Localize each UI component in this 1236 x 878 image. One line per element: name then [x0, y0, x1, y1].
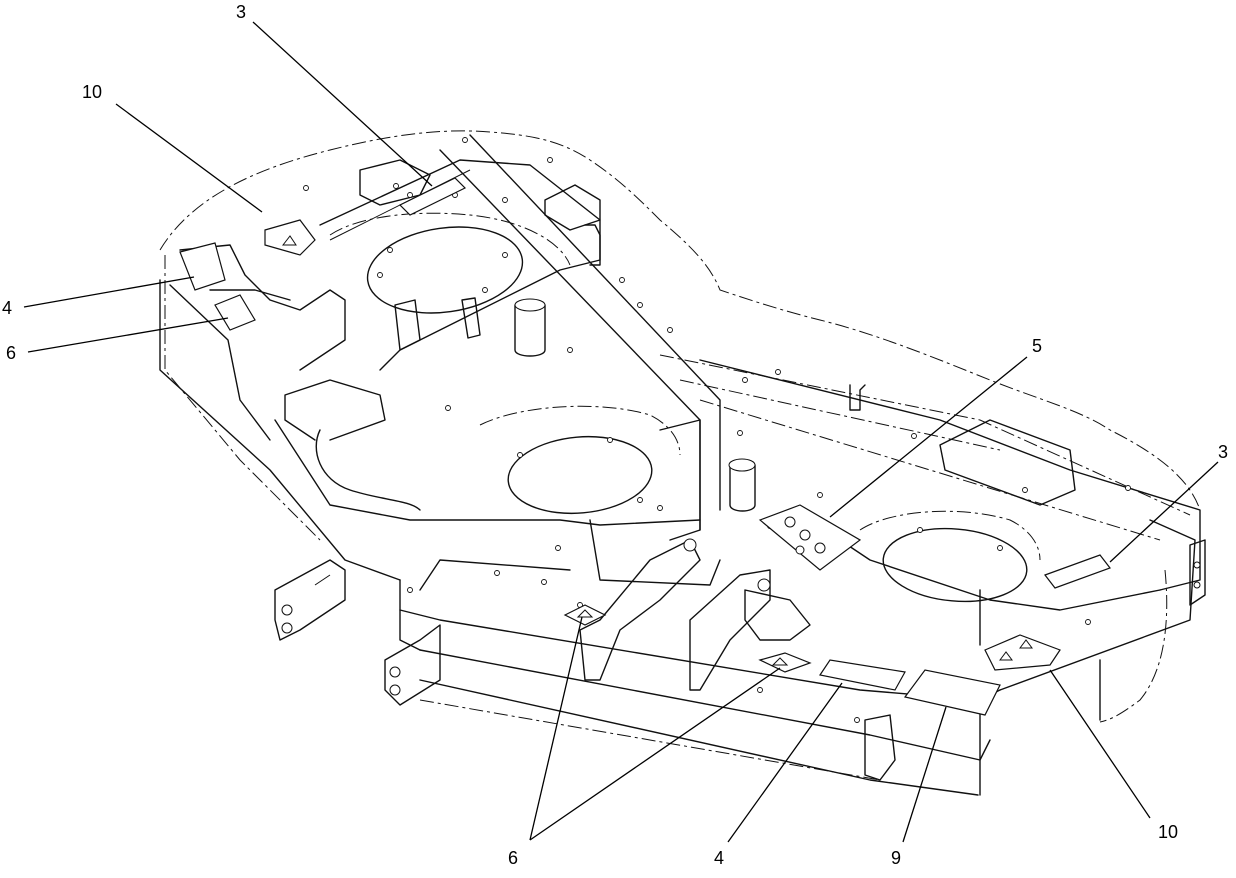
decal-10-front: [984, 634, 1061, 671]
callout-4-rear: 4: [2, 298, 12, 318]
decal-6-front-left: [563, 604, 607, 626]
spindle-pulleys: [514, 224, 866, 512]
callout-10-front: 10: [1158, 822, 1178, 842]
decal-9-front: [903, 669, 1001, 716]
callout-9-front: 9: [891, 848, 901, 868]
decal-6-rear: [214, 294, 256, 331]
callout-6-rear: 6: [6, 343, 16, 363]
decal-4-rear: [179, 242, 226, 291]
deck-phantom-outline: [159, 130, 1201, 781]
callout-3-rear: 3: [236, 2, 246, 22]
decal-3-right: [1044, 554, 1111, 589]
decals: [179, 177, 1111, 716]
callout-3-right: 3: [1218, 442, 1228, 462]
callouts: 3 10 4 6 5 3 6 4 9 10: [2, 2, 1228, 868]
decal-3-rear: [398, 177, 467, 216]
callout-10-rear: 10: [82, 82, 102, 102]
decal-5-center: [758, 504, 862, 571]
decal-4-front: [819, 659, 906, 691]
callout-6-front: 6: [508, 848, 518, 868]
decal-10-rear: [264, 219, 316, 256]
blade-openings: [329, 212, 1041, 603]
callout-5-center: 5: [1032, 336, 1042, 356]
callout-4-front: 4: [714, 848, 724, 868]
leader-lines: [23, 21, 1219, 843]
deck-body: [159, 134, 1206, 796]
